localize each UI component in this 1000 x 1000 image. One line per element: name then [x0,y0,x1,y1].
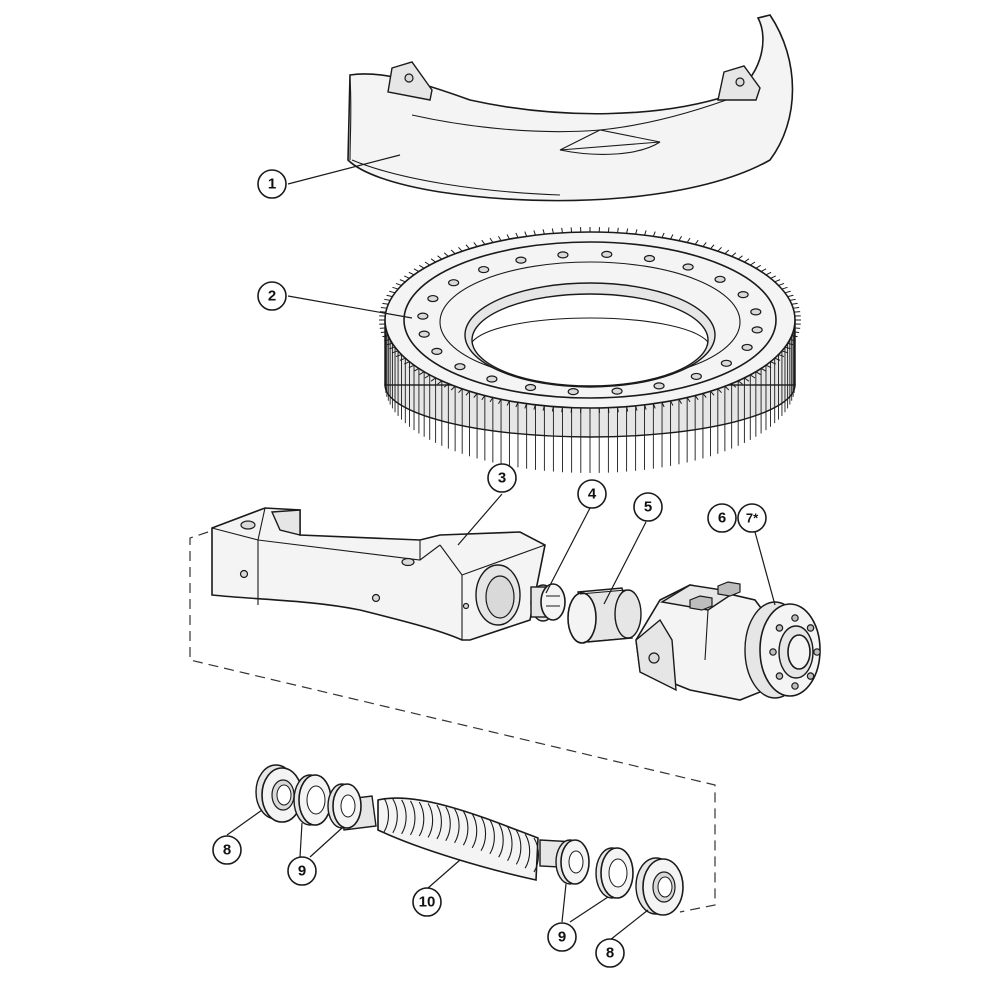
part-washer-left-outer [293,774,332,826]
callout-4: 4 [577,479,607,509]
part-bearing-right [635,857,684,916]
part-slewing-ring-gear [379,227,801,473]
callout-9-left: 9 [287,856,317,886]
callout-6: 6 [707,503,737,533]
callout-7: 7* [737,503,767,533]
leader-lines [226,154,776,941]
part-worm-shaft [339,795,579,881]
callout-1: 1 [257,169,287,199]
callout-label: 1 [268,176,276,193]
part-washer-right-inner [555,839,590,885]
callout-label: 9 [558,929,566,946]
callout-label: 2 [268,288,276,305]
callout-label: 8 [223,842,231,859]
part-bearing-left [255,764,303,823]
callout-label: 7* [746,511,759,526]
callout-label: 6 [718,510,726,527]
part-washer-right-outer [595,847,634,899]
part-coupling-insert [530,583,566,622]
assembly-boundary [189,531,716,913]
callout-label: 9 [298,863,306,880]
callout-5: 5 [633,492,663,522]
callout-9-right: 9 [547,922,577,952]
callout-label: 5 [644,499,652,516]
callout-8-left: 8 [212,835,242,865]
callout-label: 10 [419,894,436,911]
part-washer-left-inner [327,783,362,829]
callout-label: 8 [606,945,614,962]
callout-2: 2 [257,281,287,311]
callout-label: 3 [498,470,506,487]
part-cover-shroud [347,14,794,202]
part-housing-bracket [211,507,546,641]
callout-10: 10 [412,887,442,917]
part-hydraulic-motor [635,581,821,701]
callout-3: 3 [487,463,517,493]
callout-8-right: 8 [595,938,625,968]
part-coupling-sleeve [567,587,642,644]
callout-label: 4 [588,486,597,503]
